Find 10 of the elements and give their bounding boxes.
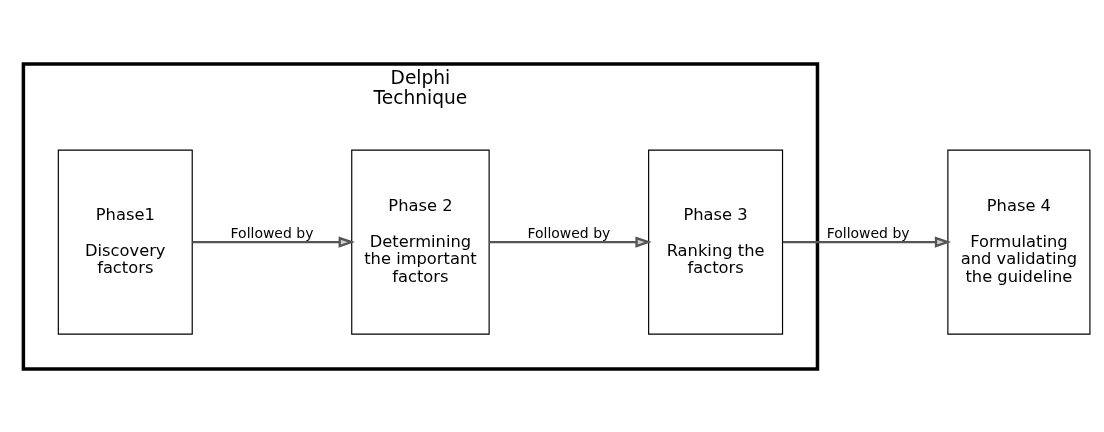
arrow bbox=[782, 235, 952, 248]
node-box: Phase1 Discovery factors bbox=[57, 149, 193, 335]
edge-label: Followed by bbox=[527, 224, 611, 241]
node-box: Phase 2 Determining the important factors bbox=[351, 149, 490, 335]
arrow bbox=[192, 235, 355, 248]
edge-label: Followed by bbox=[230, 224, 314, 241]
edge-label: Followed by bbox=[826, 224, 910, 241]
node-box: Phase 3 Ranking the factors bbox=[648, 149, 784, 335]
node-box: Phase 4 Formulating and validating the guideline bbox=[947, 149, 1091, 335]
arrow bbox=[489, 235, 652, 248]
